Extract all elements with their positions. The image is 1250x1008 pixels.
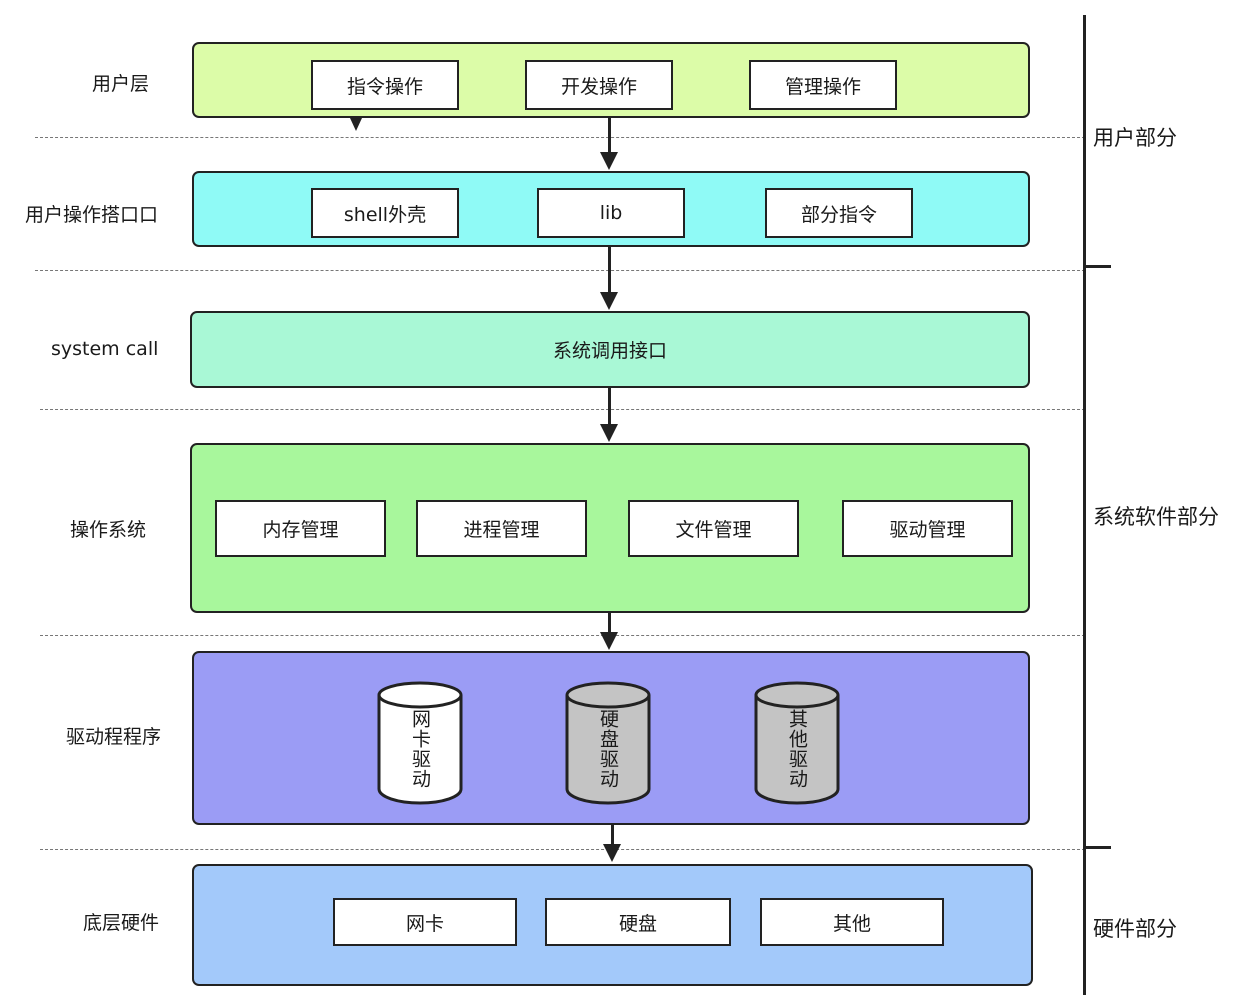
cylinder-nic-driver: 网卡驱动 <box>377 681 463 805</box>
interface-box-2: lib <box>537 188 685 238</box>
layer-label-user: 用户层 <box>92 73 150 95</box>
layer-user: 指令操作 开发操作 管理操作 <box>192 42 1030 118</box>
interface-box-1: shell外壳 <box>311 188 459 238</box>
layer-label-hardware: 底层硬件 <box>83 912 160 934</box>
layer-label-system-call: system call <box>51 338 159 360</box>
user-box-2: 开发操作 <box>525 60 673 110</box>
separator-5 <box>40 849 1085 850</box>
layer-user-interface: shell外壳 lib 部分指令 <box>192 171 1030 247</box>
section-label-user: 用户部分 <box>1093 126 1177 150</box>
layer-label-drivers: 驱动程程序 <box>66 726 162 748</box>
os-box-3: 文件管理 <box>628 500 799 557</box>
cylinder-other-driver-shape <box>754 681 840 805</box>
separator-2 <box>35 270 1085 271</box>
section-tick-1 <box>1084 265 1111 268</box>
separator-4 <box>40 635 1085 636</box>
cylinder-other-driver-label: 其他驱动 <box>786 709 808 789</box>
section-label-system-software: 系统软件部分 <box>1093 505 1219 529</box>
cylinder-nic-driver-label: 网卡驱动 <box>409 709 431 789</box>
cylinder-other-driver: 其他驱动 <box>754 681 840 805</box>
layer-label-os: 操作系统 <box>70 519 147 541</box>
cylinder-disk-driver-label: 硬盘驱动 <box>597 709 619 789</box>
layer-system-call: 系统调用接口 <box>190 311 1030 388</box>
cylinder-disk-driver-shape <box>565 681 651 805</box>
layer-hardware: 网卡 硬盘 其他 <box>192 864 1033 986</box>
os-box-4: 驱动管理 <box>842 500 1013 557</box>
small-arrow-head <box>350 118 362 131</box>
user-box-3: 管理操作 <box>749 60 897 110</box>
section-tick-2 <box>1084 846 1111 849</box>
cylinder-disk-driver: 硬盘驱动 <box>565 681 651 805</box>
cylinder-nic-driver-shape <box>377 681 463 805</box>
section-divider-line <box>1083 15 1086 995</box>
separator-1 <box>35 137 1085 138</box>
section-label-hardware: 硬件部分 <box>1093 917 1177 941</box>
hardware-box-3: 其他 <box>760 898 944 946</box>
separator-3 <box>40 409 1085 410</box>
user-box-1: 指令操作 <box>311 60 459 110</box>
layer-os: 内存管理 进程管理 文件管理 驱动管理 <box>190 443 1030 613</box>
layer-label-user-interface: 用户操作搭口口 <box>25 204 159 226</box>
interface-box-3: 部分指令 <box>765 188 913 238</box>
hardware-box-1: 网卡 <box>333 898 517 946</box>
hardware-box-2: 硬盘 <box>545 898 731 946</box>
os-box-1: 内存管理 <box>215 500 386 557</box>
os-box-2: 进程管理 <box>416 500 587 557</box>
system-call-text: 系统调用接口 <box>552 340 667 362</box>
